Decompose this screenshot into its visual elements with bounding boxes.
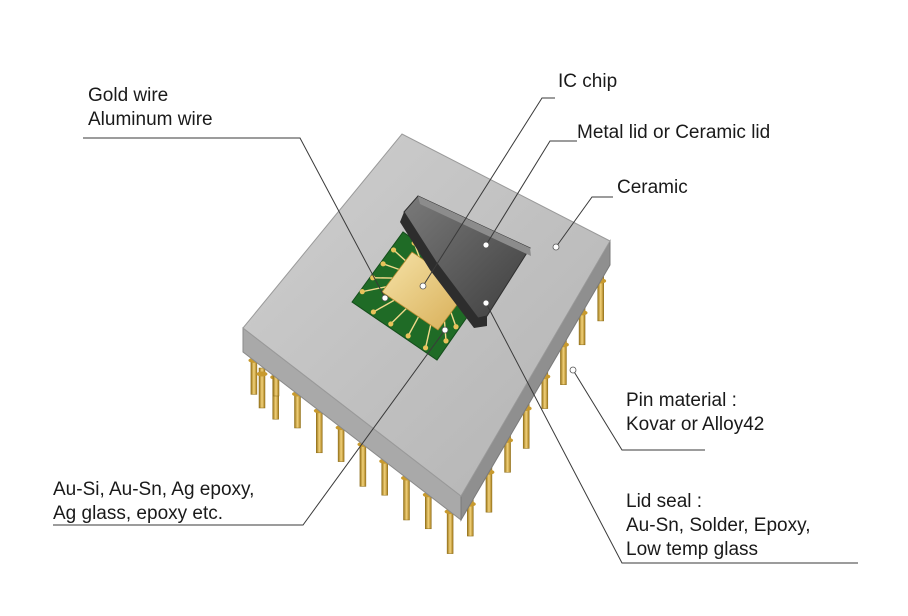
lid-text: Metal lid or Ceramic lid	[577, 122, 771, 143]
ceramic-text: Ceramic	[617, 177, 688, 198]
lid-seal-label: Lid seal : Au-Sn, Solder, Epoxy, Low tem…	[626, 490, 810, 562]
lid-seal-line-2: Low temp glass	[626, 539, 759, 560]
bond-pad	[380, 261, 386, 267]
wire-label: Gold wire Aluminum wire	[88, 84, 213, 132]
bond-wire	[424, 324, 432, 348]
pin-material-value: Kovar or Alloy42	[626, 414, 765, 435]
bond-wire	[362, 286, 387, 293]
lid-seal-line-1: Au-Sn, Solder, Epoxy,	[626, 515, 811, 536]
bond-pad	[405, 333, 411, 339]
pin-material-title: Pin material :	[626, 390, 737, 411]
bond-wire	[390, 308, 407, 325]
ic-chip-text: IC chip	[558, 71, 618, 92]
die-attach-line-1: Au-Si, Au-Sn, Ag epoxy,	[53, 479, 255, 500]
bond-pad	[422, 345, 429, 351]
lid-label: Metal lid or Ceramic lid	[577, 121, 770, 145]
bond-pad	[453, 324, 459, 330]
aluminum-wire-label: Aluminum wire	[88, 109, 213, 130]
die-attach-line-2: Ag glass, epoxy etc.	[53, 503, 224, 524]
bond-pad	[359, 289, 365, 295]
bond-pad	[443, 338, 449, 344]
bond-wire	[407, 316, 420, 337]
bond-wire	[373, 299, 395, 313]
bond-pad	[370, 309, 376, 315]
die-attach-label: Au-Si, Au-Sn, Ag epoxy, Ag glass, epoxy …	[53, 478, 254, 526]
package-pin	[256, 367, 268, 409]
ceramic-label: Ceramic	[617, 176, 688, 200]
gold-wire-label: Gold wire	[88, 85, 169, 106]
bond-pad	[388, 321, 394, 327]
metal-lid	[400, 195, 531, 328]
pin-material-label: Pin material : Kovar or Alloy42	[626, 389, 764, 437]
ic-chip-label: IC chip	[558, 70, 617, 94]
bond-wire	[393, 249, 406, 262]
bond-pad	[390, 247, 397, 253]
leader-lines	[53, 97, 858, 564]
lid-seal-title: Lid seal :	[626, 491, 703, 512]
bond-wire	[382, 263, 400, 271]
